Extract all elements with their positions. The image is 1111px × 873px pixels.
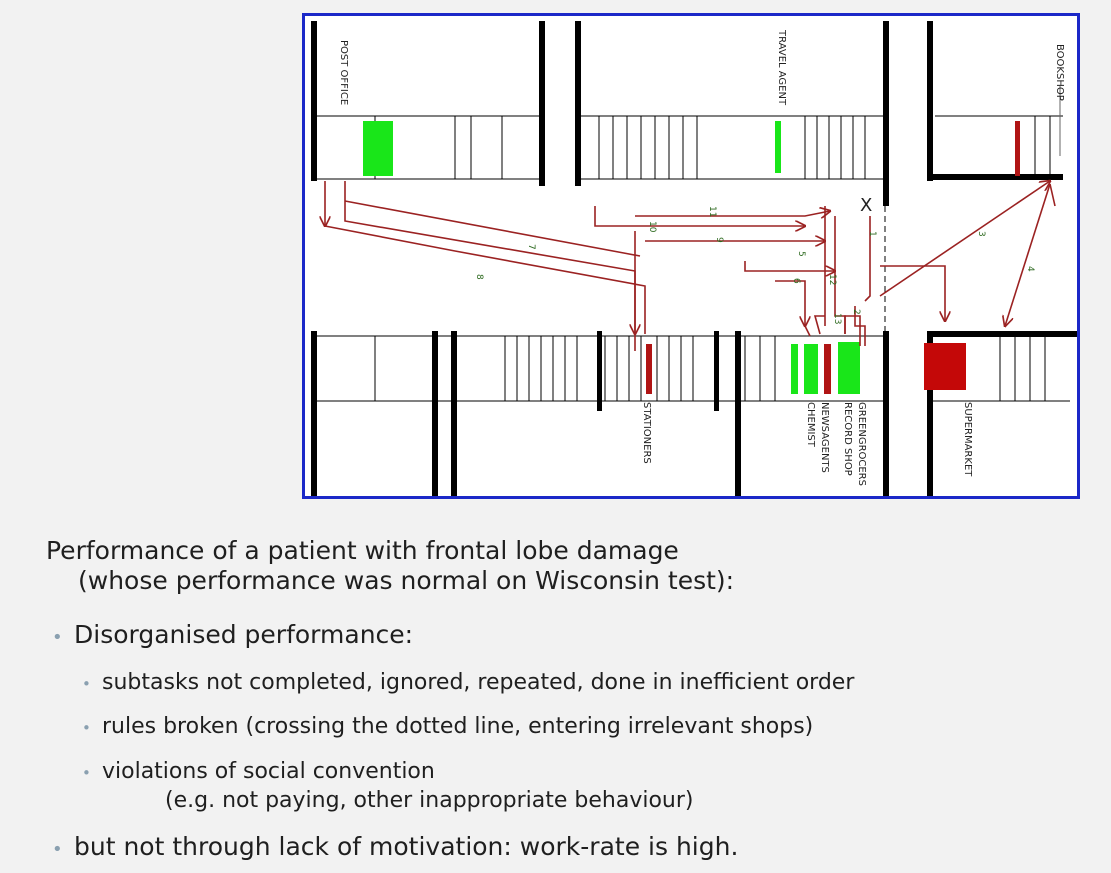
heading-line-1: Performance of a patient with frontal lo… [46,536,679,565]
label-post-office: POST OFFICE [338,40,349,105]
label-greengrocers: GREENGROCERS [856,402,867,486]
bullet-text: violations of social convention [102,759,435,784]
route-number-5: 5 [796,251,806,257]
bullet-dot: • [82,764,91,782]
patient-route [325,181,1056,351]
top-shop-row [313,86,1063,180]
bullet-dot: • [52,627,63,648]
route-number-4: 4 [1025,266,1035,272]
route-number-8: 8 [474,274,484,280]
label-supermarket: SUPERMARKET [962,402,973,477]
bullet-dot: • [82,675,91,693]
bullet-text: but not through lack of motivation: work… [74,832,739,861]
greengrocers-marker [838,342,860,394]
sub-bullet-violations-cont: (e.g. not paying, other inappropriate be… [165,788,694,813]
supermarket-marker [924,343,966,390]
bookshop-marker [1015,121,1020,176]
bullet-text: rules broken (crossing the dotted line, … [102,714,814,739]
bottom-walls [311,331,1077,496]
label-newsagents: NEWSAGENTS [819,402,830,473]
bullet-dot: • [82,719,91,737]
sub-bullet-rules: • rules broken (crossing the dotted line,… [82,713,813,742]
bullet-dot: • [52,839,63,860]
stationers-marker [646,344,652,394]
label-bookshop: BOOKSHOP [1054,44,1065,101]
bullet-motivation: • but not through lack of motivation: wor… [52,832,738,865]
cross-mark: X [860,195,872,216]
route-number-9: 9 [714,237,724,243]
route-number-1: 1 [867,231,877,237]
label-record-shop: RECORD SHOP [842,402,853,476]
route-number-10: 10 [647,221,657,233]
travel-agent-marker [775,121,781,173]
label-stationers: STATIONERS [641,402,652,464]
chemist-marker [791,344,798,394]
street-map-diagram: X 1 2 3 4 5 6 7 8 9 10 11 12 13 POST OFF… [311,21,1077,496]
record-shop-marker [824,344,831,394]
route-numbers: 1 2 3 4 5 6 7 8 9 10 11 12 13 [474,206,1035,324]
label-travel-agent: TRAVEL AGENT [776,29,787,106]
bullet-text: subtasks not completed, ignored, repeate… [102,670,855,695]
street-map: X 1 2 3 4 5 6 7 8 9 10 11 12 13 POST OFF… [302,13,1080,499]
label-chemist: CHEMIST [805,402,816,448]
sub-bullet-violations: • violations of social convention [82,758,435,787]
heading-line-2: (whose performance was normal on Wiscons… [78,566,735,595]
route-number-6: 6 [791,278,801,284]
bullet-text: Disorganised performance: [74,620,414,649]
route-number-13: 13 [832,313,842,324]
bullet-disorganised: • Disorganised performance: [52,620,413,653]
route-number-2: 2 [851,309,861,315]
post-office-marker [363,121,393,176]
route-number-7: 7 [526,244,536,250]
newsagents-marker [804,344,818,394]
route-number-11: 11 [707,206,717,217]
sub-bullet-subtasks: • subtasks not completed, ignored, repeat… [82,669,854,698]
route-number-12: 12 [827,274,837,285]
top-walls [311,21,1063,206]
route-number-3: 3 [976,231,986,237]
